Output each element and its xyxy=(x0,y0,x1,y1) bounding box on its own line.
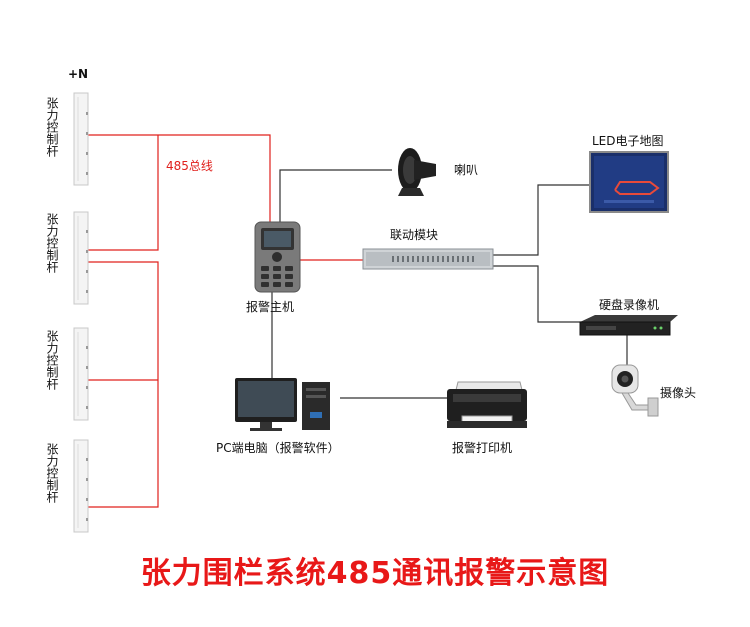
speaker-horn-icon xyxy=(398,148,436,196)
alarm-host-device xyxy=(254,221,301,293)
tension-pole-1 xyxy=(73,92,89,186)
pole-label-2: 张力控制杆 xyxy=(45,213,59,273)
pc-label: PC端电脑（报警软件） xyxy=(216,441,340,455)
tension-pole-3 xyxy=(73,327,89,421)
linkage-module-device xyxy=(362,248,494,270)
nvr-device xyxy=(579,315,678,336)
diagram-title: 张力围栏系统485通讯报警示意图 xyxy=(140,556,610,591)
bus-485-label: 485总线 xyxy=(166,159,213,173)
led-map-label: LED电子地图 xyxy=(592,134,664,148)
bus-485-wiring xyxy=(87,134,368,508)
device-wiring xyxy=(271,169,628,399)
printer-label: 报警打印机 xyxy=(452,441,513,455)
tension-pole-4 xyxy=(73,439,89,533)
pole-label-3: 张力控制杆 xyxy=(45,330,59,390)
alarm-host-label: 报警主机 xyxy=(246,300,295,314)
camera-device xyxy=(611,364,659,417)
pole-top-label: +N xyxy=(68,67,89,81)
pole-label-1: 张力控制杆 xyxy=(45,97,59,157)
printer-icon xyxy=(447,381,527,428)
tension-pole-2 xyxy=(73,211,89,305)
led-map-display xyxy=(589,151,669,213)
pc-computer-icon xyxy=(235,378,330,431)
linkage-module-label: 联动模块 xyxy=(390,228,439,242)
speaker-label: 喇叭 xyxy=(454,163,479,177)
camera-label: 摄像头 xyxy=(660,386,697,400)
pole-label-4: 张力控制杆 xyxy=(45,443,59,503)
nvr-label: 硬盘录像机 xyxy=(599,298,660,312)
